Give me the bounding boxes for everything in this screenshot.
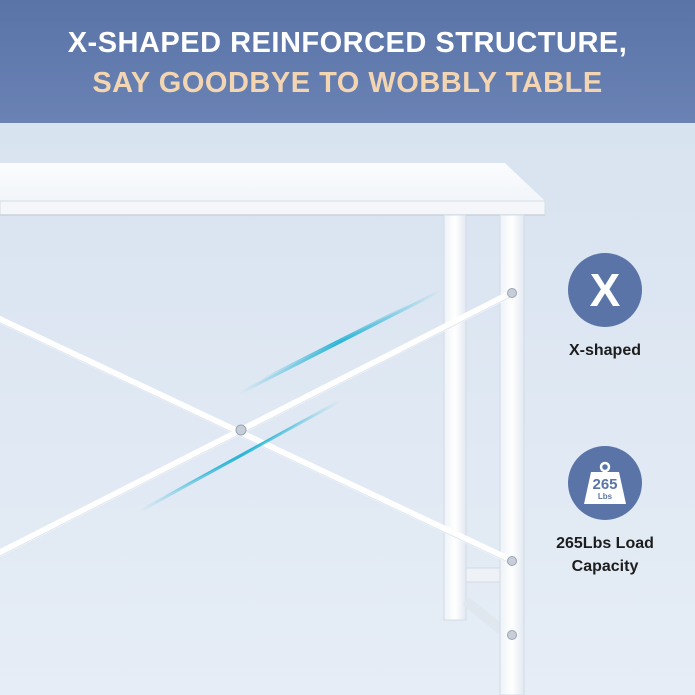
load-label-line-2: Capacity (571, 558, 639, 575)
feature-load-capacity: 265 Lbs 265Lbs Load Capacity (540, 446, 670, 578)
feature-load-capacity-label: 265Lbs Load Capacity (556, 532, 654, 578)
bolts (235, 288, 517, 640)
desk-top (0, 163, 546, 216)
weight-unit: Lbs (597, 492, 613, 501)
weight-number: 265 (592, 476, 618, 493)
desk-front-leg (499, 214, 525, 695)
headline-line-2: SAY GOODBYE TO WOBBLY TABLE (92, 66, 603, 99)
headline-line-1: X-SHAPED REINFORCED STRUCTURE, (67, 26, 628, 59)
load-label-line-1: 265Lbs Load (556, 535, 654, 552)
x-brace (0, 289, 516, 565)
feature-x-shaped-label: X-shaped (568, 342, 641, 359)
header-banner: X-SHAPED REINFORCED STRUCTURE, SAY GOODB… (0, 0, 695, 123)
x-icon: X (568, 253, 642, 327)
desk-rear-leg (443, 214, 509, 637)
desk-illustration (0, 163, 546, 695)
motion-lines (138, 289, 442, 513)
product-scene: X X-shaped 265 Lbs 265Lbs Load Capacity (0, 123, 695, 695)
feature-x-shaped: X X-shaped (540, 253, 670, 362)
weight-icon: 265 Lbs (568, 446, 642, 520)
